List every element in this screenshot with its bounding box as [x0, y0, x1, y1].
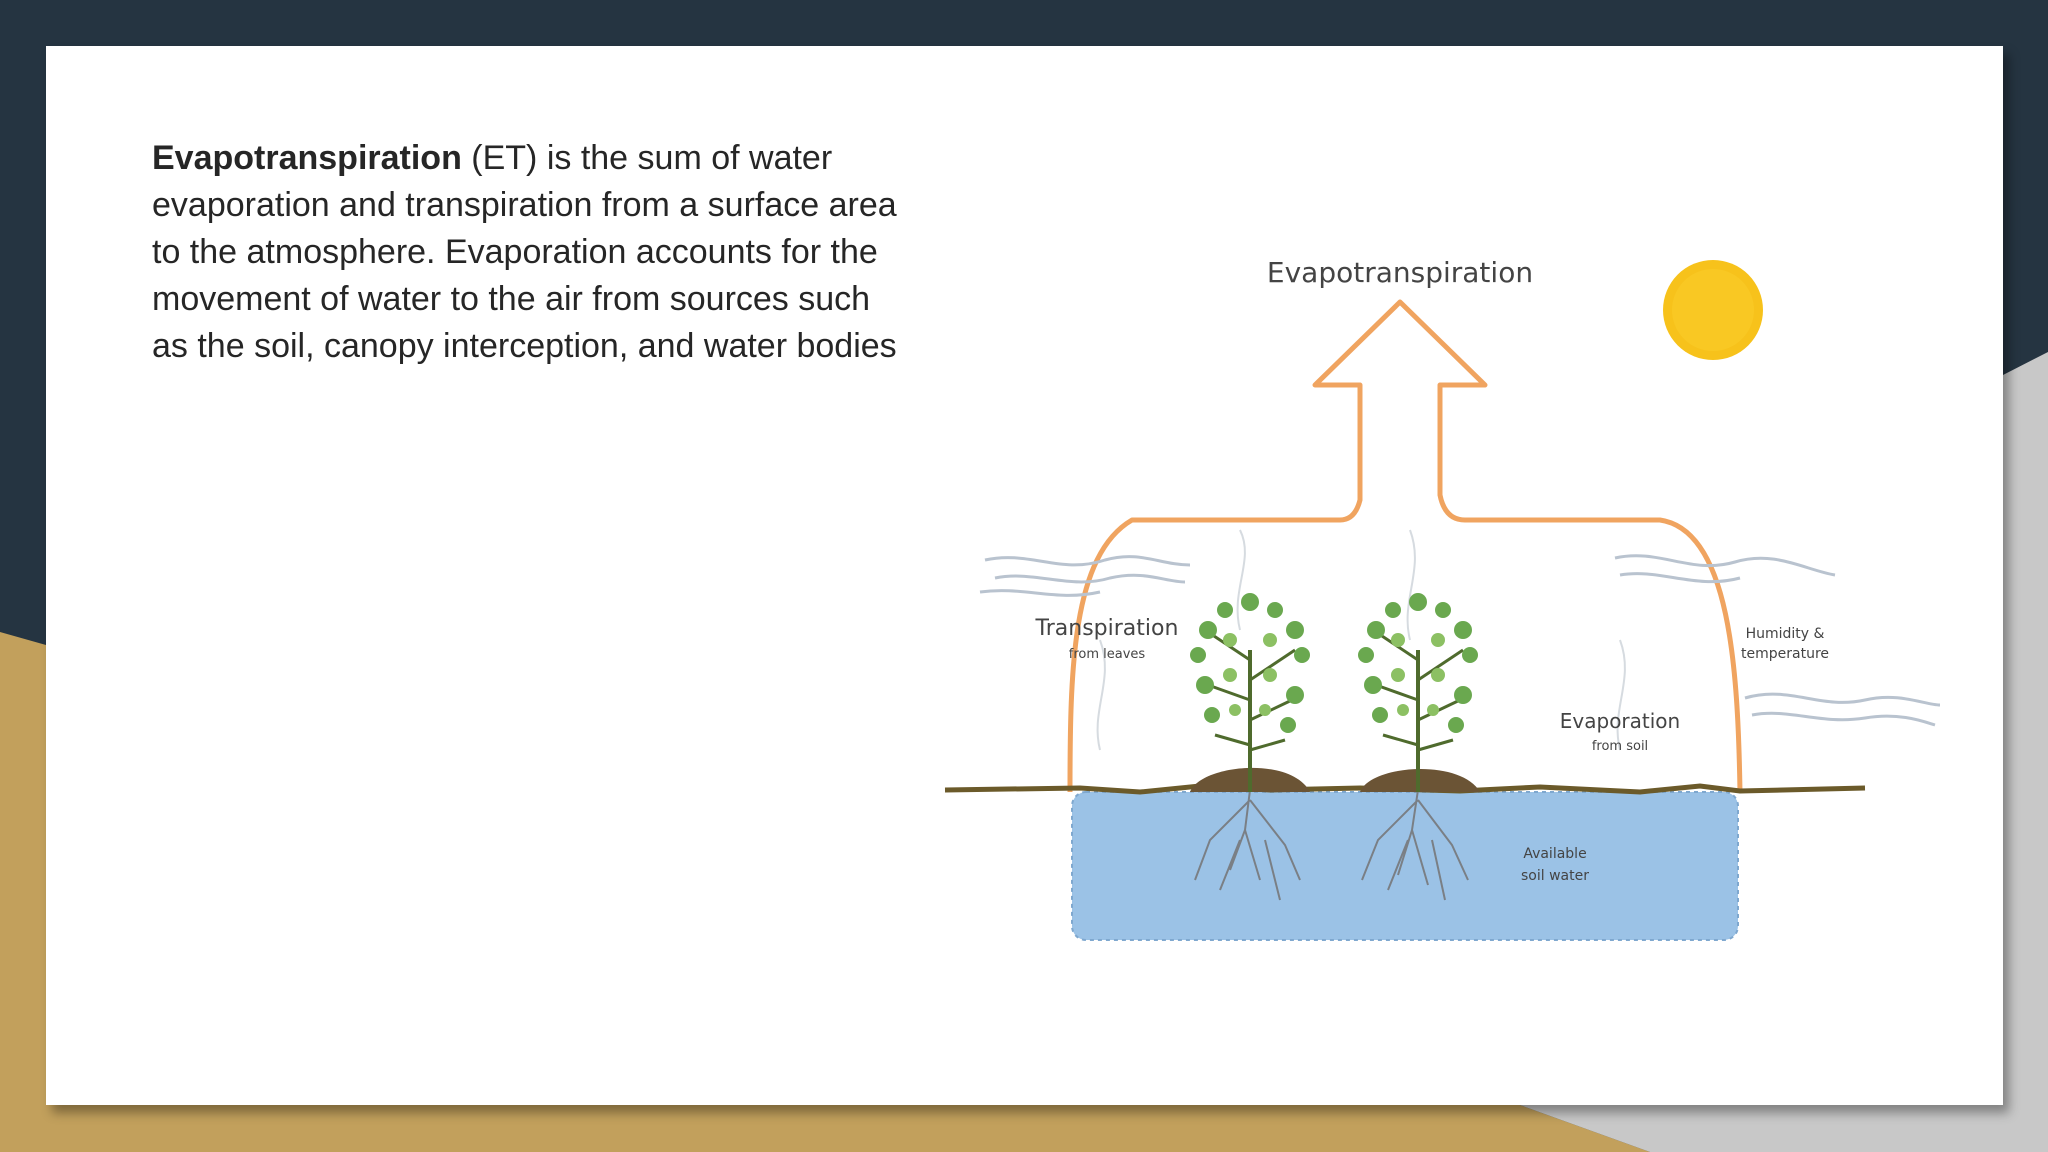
- evapotranspiration-diagram: Evapotranspiration Transpiration from le…: [944, 256, 1940, 941]
- gold-band-bottom: [0, 1105, 1650, 1152]
- evapotranspiration-arrow: [1067, 299, 1743, 793]
- transpiration-sublabel: from leaves: [1069, 647, 1146, 662]
- humidity-label-line2: temperature: [1741, 646, 1829, 662]
- roots-left: [1194, 789, 1301, 901]
- wind-lines-right: [1614, 554, 1940, 727]
- evaporation-sublabel: from soil: [1592, 739, 1648, 754]
- wind-lines-left: [979, 555, 1191, 597]
- diagram-title: Evapotranspiration: [1267, 256, 1533, 289]
- soil-water-label-line2: soil water: [1521, 868, 1589, 884]
- term-heading: Evapotranspiration: [152, 139, 462, 177]
- definition-paragraph: Evapotranspiration (ET) is the sum of wa…: [152, 135, 912, 370]
- transpiration-label: Transpiration: [1035, 616, 1179, 641]
- evaporation-label: Evaporation: [1560, 709, 1680, 733]
- vapor-wisps: [1096, 529, 1626, 751]
- plant-right-icon: [1358, 593, 1478, 792]
- soil-water-area: [1071, 791, 1739, 941]
- sun-icon: [1663, 260, 1763, 360]
- roots-right: [1361, 789, 1469, 901]
- definition-text: (ET) is the sum of water evaporation and…: [152, 139, 897, 365]
- gold-triangle-left: [0, 632, 46, 1152]
- soil-water-label-line1: Available: [1523, 846, 1586, 862]
- humidity-label-line1: Humidity &: [1746, 626, 1825, 642]
- plant-left-icon: [1190, 593, 1310, 792]
